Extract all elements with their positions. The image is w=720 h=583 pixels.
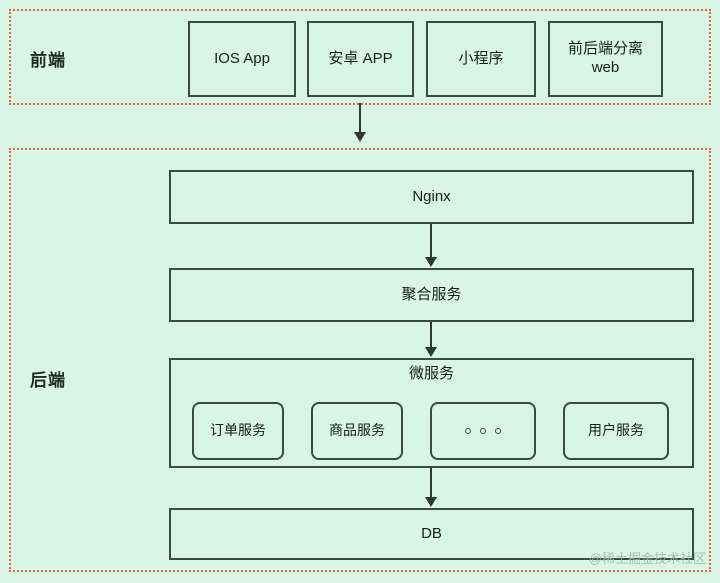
group-microservices: 微服务 订单服务 商品服务 用户服务 [169, 358, 694, 468]
backend-zone-label: 后端 [30, 371, 66, 390]
node-aggregation-service: 聚合服务 [169, 268, 694, 322]
node-separated-web: 前后端分离 web [548, 21, 663, 97]
node-product-service: 商品服务 [311, 402, 403, 460]
node-ios-app: IOS App [188, 21, 296, 97]
ellipsis-icon [465, 428, 501, 434]
arrow-gateway-to-microservices [430, 322, 432, 348]
node-db: DB [169, 508, 694, 560]
node-order-service: 订单服务 [192, 402, 284, 460]
arrow-frontend-to-backend [359, 103, 361, 133]
group-microservices-title: 微服务 [408, 365, 454, 382]
node-miniprogram: 小程序 [426, 21, 536, 97]
arrow-nginx-to-gateway [430, 224, 432, 258]
node-nginx: Nginx [169, 170, 694, 224]
frontend-zone-label: 前端 [30, 51, 66, 70]
backend-zone [9, 148, 711, 572]
node-user-service: 用户服务 [563, 402, 669, 460]
arrow-microservices-to-db [430, 468, 432, 498]
node-more-services-ellipsis [430, 402, 536, 460]
node-android-app: 安卓 APP [307, 21, 414, 97]
